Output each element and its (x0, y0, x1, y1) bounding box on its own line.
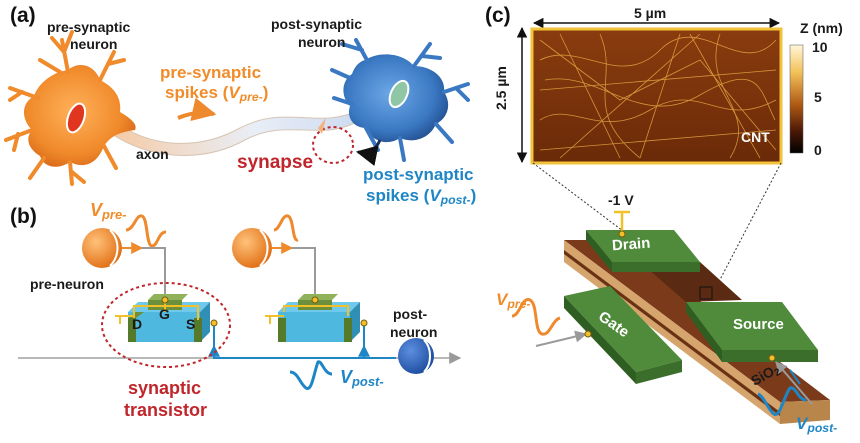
synaptic-transistor-circle (101, 282, 231, 368)
zoom-lines (532, 162, 782, 294)
pre-neuron-ball-2 (232, 228, 272, 268)
synaptic-transistor-1 (115, 294, 218, 358)
substrate-front (780, 400, 830, 424)
cnt-network (539, 33, 777, 159)
terminal-s-label: S (186, 316, 196, 332)
drain-label: Drain (611, 234, 651, 255)
pre-spikes-label-2: spikes (Vpre-) (165, 83, 269, 105)
colorbar-tick-10: 10 (812, 39, 828, 55)
terminal-g-label: G (159, 306, 170, 322)
panel-c (511, 17, 830, 424)
terminal-d-label: D (132, 316, 143, 332)
drain-electrode-top (586, 230, 700, 262)
width-scale-label: 5 µm (634, 5, 667, 21)
post-spike-arrow (355, 139, 382, 166)
c-v-post-label: Vpost- (796, 414, 838, 436)
post-neuron-label-1: post-synaptic (271, 16, 363, 32)
gate-pre-spike (511, 298, 561, 336)
pre-spike-waveform-1 (125, 214, 167, 248)
post-synaptic-neuron (330, 38, 470, 162)
b-v-pre-label: Vpre- (90, 200, 127, 223)
source-label: Source (733, 316, 784, 333)
pre-neuron-label-1: pre-synaptic (47, 19, 131, 35)
colorbar-tick-5: 5 (814, 89, 822, 105)
b-v-post-label: Vpost- (340, 367, 384, 390)
pre-neuron-label-2: neuron (70, 36, 118, 52)
axon-label: axon (136, 146, 169, 162)
synapse-label: synapse (237, 152, 314, 173)
colorbar-tick-0: 0 (814, 142, 822, 158)
c-v-pre-label: Vpre- (496, 290, 531, 312)
colorbar-title: Z (nm) (800, 20, 843, 36)
post-spike-waveform (289, 360, 333, 390)
panel-a (4, 30, 470, 186)
synaptic-transistor-2 (265, 294, 368, 358)
cnt-label: CNT (741, 129, 770, 145)
source-electrode-top (686, 302, 818, 350)
panel-b-label: (b) (10, 205, 37, 228)
source-post-spike (757, 386, 807, 416)
post-spikes-label-2: spikes (Vpost-) (366, 186, 477, 208)
post-neuron-label-1: post- (393, 306, 428, 322)
post-neuron-label-2: neuron (298, 34, 346, 50)
panel-a-label: (a) (10, 4, 36, 27)
panel-c-label: (c) (485, 4, 511, 27)
post-spikes-label-1: post-synaptic (363, 165, 474, 184)
synaptic-caption-1: synaptic (128, 378, 202, 398)
post-output-line (213, 350, 396, 359)
pre-neuron-ball-1 (82, 228, 122, 268)
pre-spike-waveform-2 (273, 214, 299, 242)
colorbar (789, 44, 804, 154)
post-neuron-ball (398, 338, 434, 374)
pre-spikes-label-1: pre-synaptic (160, 63, 262, 82)
drain-voltage-label: -1 V (608, 192, 634, 208)
panel-b (18, 214, 462, 390)
pre-spike-arrow (177, 97, 217, 122)
gate-electrode-top (564, 286, 682, 372)
pre-synaptic-neuron (4, 30, 136, 186)
synaptic-caption-2: transistor (124, 400, 208, 420)
post-neuron-label-2: neuron (390, 324, 438, 340)
synapse-spike-tip (318, 118, 326, 134)
synapse-circle (312, 126, 354, 164)
pre-neuron-label: pre-neuron (30, 276, 104, 292)
height-scale-label: 2.5 µm (493, 66, 509, 110)
